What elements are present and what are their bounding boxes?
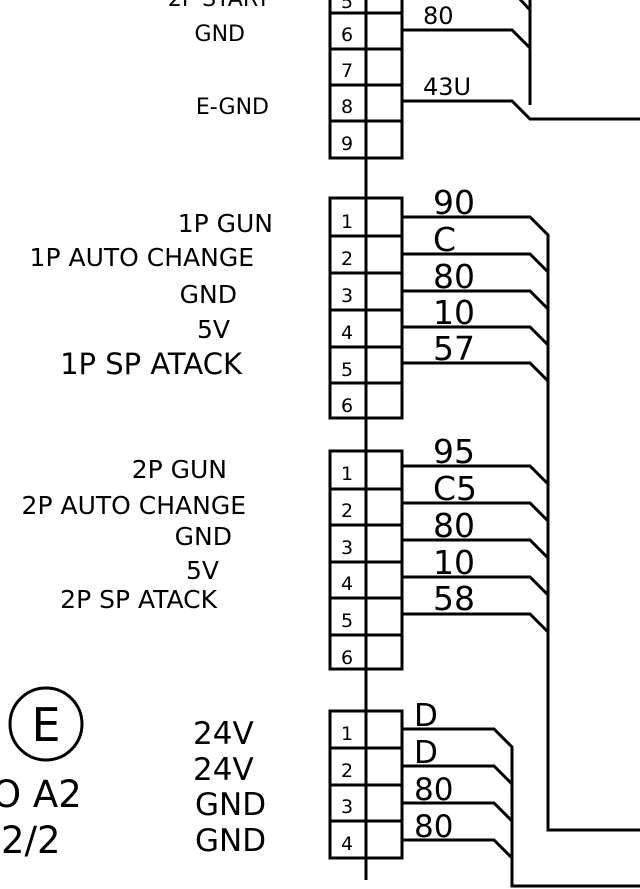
- label-2p-sp-atack: 2P SP ATACK: [60, 585, 217, 614]
- label-24v: 24V: [193, 716, 254, 752]
- trunk-wire-right: [546, 235, 640, 832]
- trunk-wire-power: [510, 747, 640, 888]
- wire-80: [402, 538, 550, 568]
- ground-symbol: E: [8, 686, 84, 762]
- pin-number: 1: [341, 463, 353, 485]
- wire-label: 43U: [423, 73, 471, 101]
- wire-label: 80: [433, 506, 475, 545]
- wire-80: [402, 289, 550, 319]
- pin-number: 7: [341, 60, 353, 82]
- label-gnd: GND: [195, 787, 266, 823]
- label-gnd: GND: [180, 280, 237, 309]
- page-ref-sheet: O A2: [0, 773, 82, 816]
- wire-label: D: [414, 735, 438, 771]
- pin-number: 6: [341, 647, 353, 669]
- label-24v: 24V: [193, 752, 254, 788]
- connector-top: 2P START GND E-GND 5 6 7 8 9 80 43U: [168, 0, 640, 160]
- label-1p-auto-change: 1P AUTO CHANGE: [30, 243, 254, 272]
- ground-letter: E: [31, 698, 60, 752]
- pin-number: 4: [341, 322, 353, 344]
- pin-number: 3: [341, 537, 353, 559]
- label-gnd: GND: [195, 823, 266, 859]
- wire-label: 10: [433, 293, 475, 332]
- pin-number: 5: [341, 0, 353, 13]
- wire-10: [402, 325, 550, 355]
- wire-label: 80: [414, 809, 453, 845]
- pin-number: 3: [341, 796, 353, 818]
- label-1p-sp-atack: 1P SP ATACK: [60, 347, 243, 381]
- connector-power: 24V 24V GND GND 1 2 3 4 D D 80 80: [193, 698, 640, 888]
- wire-label: C: [433, 220, 456, 259]
- pin-number: 6: [341, 395, 353, 417]
- pin-number: 1: [341, 211, 353, 233]
- wire-label: C5: [433, 469, 477, 508]
- pin-number: 3: [341, 285, 353, 307]
- wire-10: [402, 575, 550, 605]
- label-gnd: GND: [175, 522, 232, 551]
- pin-number: 2: [341, 500, 353, 522]
- pin-number: 5: [341, 359, 353, 381]
- wire-80: [402, 838, 514, 860]
- label-2p-start: 2P START: [168, 0, 271, 12]
- pin-number: 6: [341, 24, 353, 46]
- pin-number: 4: [341, 573, 353, 595]
- pin-number: 9: [341, 133, 353, 155]
- wire-57: [402, 361, 550, 383]
- wire-label: 10: [433, 543, 475, 582]
- label-e-gnd: E-GND: [196, 95, 269, 120]
- wire-label: 80: [414, 772, 453, 808]
- label-5v: 5V: [186, 556, 219, 585]
- connector-1p: 1P GUN 1P AUTO CHANGE GND 5V 1P SP ATACK…: [30, 183, 550, 420]
- wire-label: 58: [433, 579, 475, 618]
- wire-label: D: [414, 698, 438, 734]
- wire-label: 90: [433, 183, 475, 222]
- pin-number: 4: [341, 833, 353, 855]
- wire-c: [402, 252, 550, 282]
- page-ref-number: 2/2: [1, 819, 61, 862]
- wire-label: 80: [433, 257, 475, 296]
- wire-90: [402, 215, 550, 245]
- label-2p-auto-change: 2P AUTO CHANGE: [22, 491, 246, 520]
- ground-circle-icon: [8, 686, 84, 762]
- pin-number: 5: [341, 610, 353, 632]
- label-2p-gun: 2P GUN: [132, 455, 227, 484]
- wire-label: 57: [433, 329, 475, 368]
- wire-43u: [402, 99, 640, 121]
- wire-58: [402, 612, 550, 634]
- label-gnd: GND: [195, 22, 245, 47]
- pin-number: 8: [341, 96, 353, 118]
- label-5v: 5V: [197, 315, 230, 344]
- wire-label: 80: [423, 2, 454, 30]
- pin-number: 2: [341, 248, 353, 270]
- pin-number: 1: [341, 723, 353, 745]
- connector-2p: 2P GUN 2P AUTO CHANGE GND 5V 2P SP ATACK…: [22, 432, 550, 671]
- pin-number: 2: [341, 760, 353, 782]
- label-1p-gun: 1P GUN: [178, 209, 273, 238]
- wire-label: 95: [433, 432, 475, 471]
